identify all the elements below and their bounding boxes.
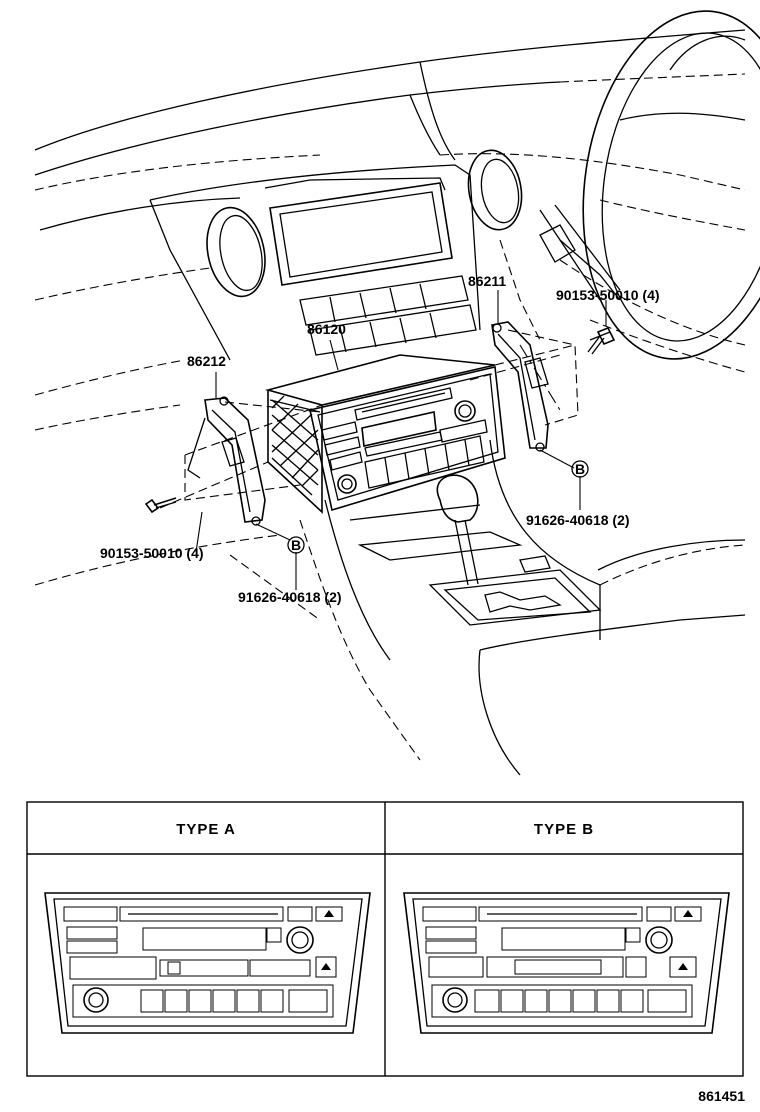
svg-text:B: B <box>291 537 301 553</box>
type-comparison-table: TYPE A TYPE B <box>26 801 744 1077</box>
part-number-screw-left: 90153-50010 (4) <box>100 545 204 561</box>
right-bracket-86211 <box>469 321 579 452</box>
steering-wheel <box>582 10 760 360</box>
part-number-screw-right: 90153-50010 (4) <box>556 287 660 303</box>
part-number-86211: 86211 <box>468 273 506 289</box>
left-bracket-86212 <box>159 396 323 526</box>
screw-right <box>587 326 616 355</box>
chassis-mesh <box>271 395 319 496</box>
part-number-86212: 86212 <box>187 353 226 369</box>
screw-left <box>144 497 177 514</box>
part-number-86120: 86120 <box>307 321 346 337</box>
marker-b-right: B <box>571 460 589 478</box>
type-b-panel <box>403 892 730 1034</box>
type-b-label: TYPE B <box>534 821 594 838</box>
center-console <box>299 439 746 776</box>
part-number-nut-right: 91626-40618 (2) <box>526 512 630 528</box>
marker-b-left: B <box>287 536 305 554</box>
type-a-panel <box>44 892 371 1034</box>
part-number-nut-left: 91626-40618 (2) <box>238 589 342 605</box>
svg-text:B: B <box>575 461 585 477</box>
type-a-label: TYPE A <box>176 821 236 838</box>
dashboard-outline <box>34 29 746 586</box>
figure-number: 861451 <box>698 1088 745 1104</box>
radio-head-unit <box>264 354 506 514</box>
leader-lines <box>195 290 607 621</box>
